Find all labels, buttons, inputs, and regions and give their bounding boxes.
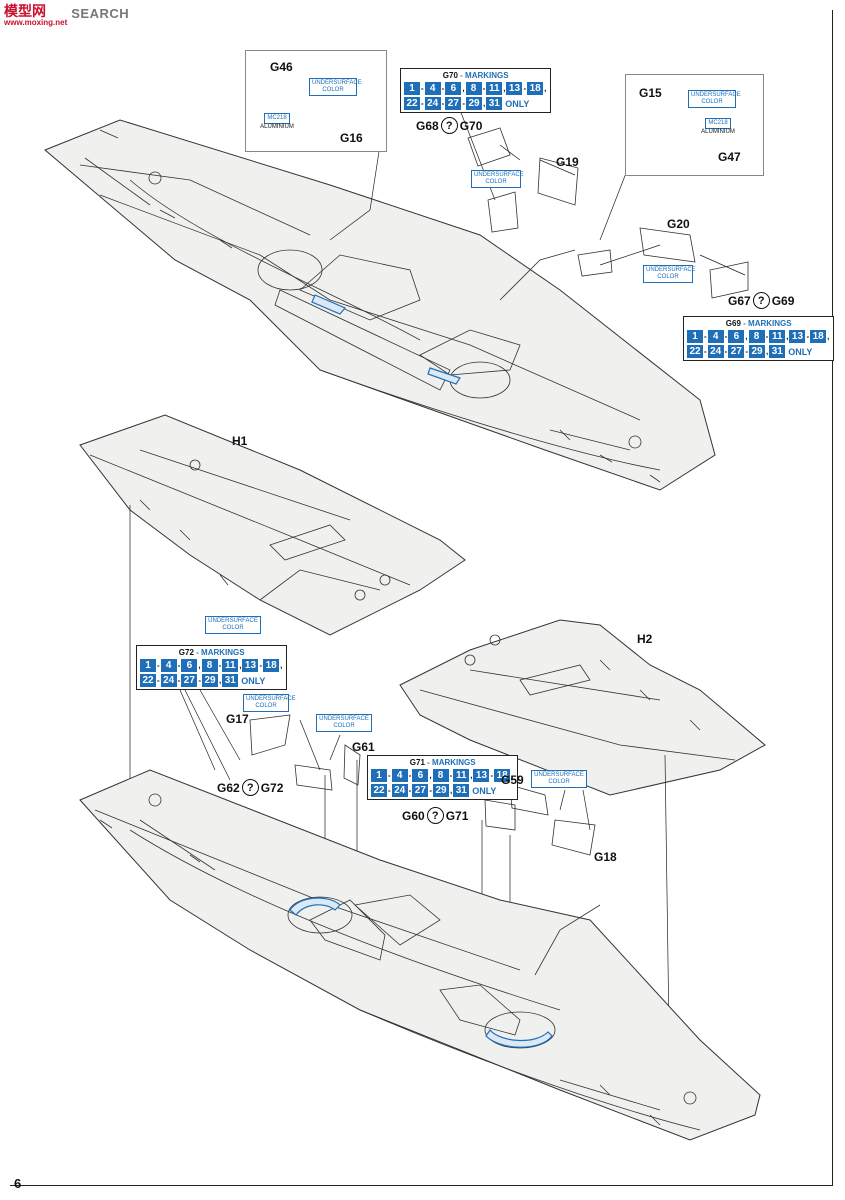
watermark-url: www.moxing.net <box>4 18 68 27</box>
part-label-g47: G47 <box>718 150 741 164</box>
option-question-icon: ? <box>241 779 259 796</box>
color-note-undersurface: UNDERSURFACE COLOR <box>531 770 587 788</box>
callout-box-g46-g16 <box>245 50 387 152</box>
markings-box-g71: G71 - MARKINGS 1- 4- 6, 8- 11, 13- 18, 2… <box>367 755 519 800</box>
markings-row-2: 22- 24- 27- 29, 31 ONLY <box>404 97 547 110</box>
watermark-search: SEARCH <box>71 6 130 21</box>
h2-wing <box>399 619 766 796</box>
markings-row-2: 22- 24- 27- 29, 31 ONLY <box>140 674 283 687</box>
markings-row-2: 22- 24- 27- 29, 31 ONLY <box>687 345 830 358</box>
color-note-mc218: MC218 ALUMINIUM <box>701 118 735 135</box>
upper-wing-assembly <box>44 119 716 491</box>
option-question-icon: ? <box>440 117 458 134</box>
color-note-undersurface: UNDERSURFACE COLOR <box>643 265 696 283</box>
part-label-g16: G16 <box>340 131 363 145</box>
markings-row-1: 1- 4- 6, 8- 11, 13- 18, <box>371 769 514 782</box>
markings-row-2: 22- 24- 27- 29, 31 ONLY <box>371 784 514 797</box>
color-note-undersurface: UNDERSURFACE COLOR <box>688 90 741 108</box>
option-question-icon: ? <box>752 292 770 309</box>
h1-wing <box>79 414 466 636</box>
part-label-g19: G19 <box>556 155 579 169</box>
option-label-g67-g69: G67?G69 <box>728 292 795 309</box>
part-label-g17: G17 <box>226 712 249 726</box>
part-label-g15: G15 <box>639 86 662 100</box>
part-label-h2: H2 <box>637 632 653 646</box>
markings-row-1: 1- 4- 6, 8- 11, 13- 18, <box>404 82 547 95</box>
markings-title: G70 - MARKINGS <box>442 71 509 80</box>
watermark: 模型网 www.moxing.net SEARCH <box>4 4 129 27</box>
part-label-g46: G46 <box>270 60 293 74</box>
bottom-small-parts <box>249 714 596 856</box>
lower-wing-assembly <box>79 769 761 1141</box>
part-label-h1: H1 <box>232 434 248 448</box>
markings-row-1: 1- 4- 6, 8- 11, 13- 18, <box>140 659 283 672</box>
markings-title: G69 - MARKINGS <box>725 319 792 328</box>
color-note-undersurface: UNDERSURFACE COLOR <box>243 694 296 712</box>
page-frame <box>10 10 833 1186</box>
part-label-g59: G59 <box>501 773 524 787</box>
markings-box-g69: G69 - MARKINGS 1- 4- 6, 8- 11, 13- 18, 2… <box>683 316 835 361</box>
markings-title: G71 - MARKINGS <box>409 758 476 767</box>
color-note-undersurface: UNDERSURFACE COLOR <box>316 714 372 732</box>
markings-row-1: 1- 4- 6, 8- 11, 13- 18, <box>687 330 830 343</box>
color-note-undersurface: UNDERSURFACE COLOR <box>471 170 524 188</box>
option-label-g60-g71: G60?G71 <box>402 807 469 824</box>
page-number: 6 <box>14 1176 22 1191</box>
watermark-logo: 模型网 <box>4 4 46 20</box>
markings-title: G72 - MARKINGS <box>178 648 245 657</box>
color-note-mc218: MC218 ALUMINIUM <box>260 113 294 130</box>
option-question-icon: ? <box>426 807 444 824</box>
color-note-undersurface: UNDERSURFACE COLOR <box>309 78 362 96</box>
part-label-g20: G20 <box>667 217 690 231</box>
part-label-g61: G61 <box>352 740 375 754</box>
callout-lines-bottom <box>184 689 591 831</box>
option-label-g62-g72: G62?G72 <box>217 779 284 796</box>
option-label-g68-g70: G68?G70 <box>416 117 483 134</box>
part-label-g18: G18 <box>594 850 617 864</box>
color-note-undersurface: UNDERSURFACE COLOR <box>205 616 261 634</box>
markings-box-g70: G70 - MARKINGS 1- 4- 6, 8- 11, 13- 18, 2… <box>400 68 552 113</box>
markings-box-g72: G72 - MARKINGS 1- 4- 6, 8- 11, 13- 18, 2… <box>136 645 288 690</box>
